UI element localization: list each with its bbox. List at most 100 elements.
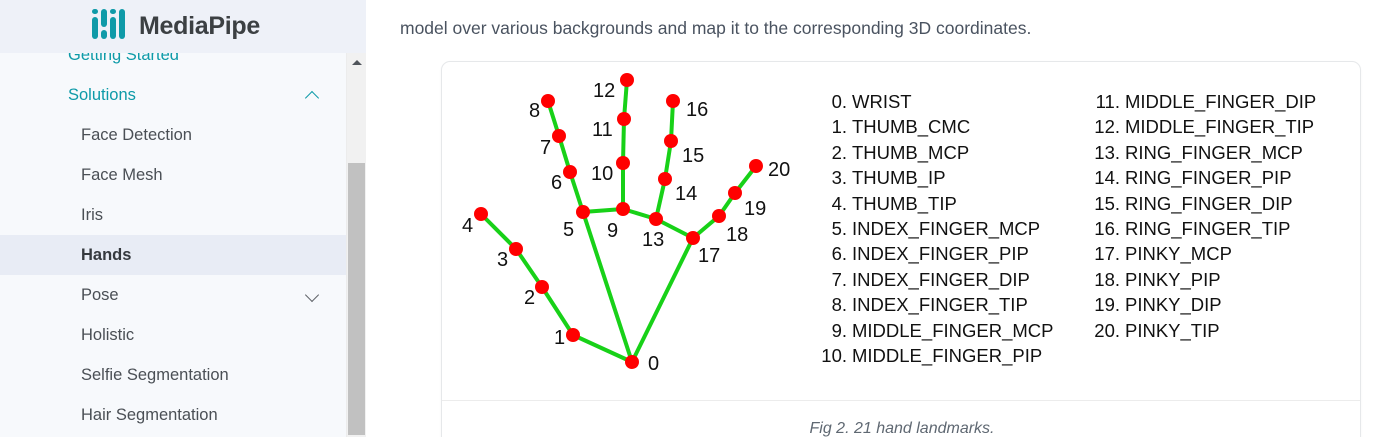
brand-logo-link[interactable]: MediaPipe [92, 9, 260, 44]
landmark-point-5 [576, 205, 590, 219]
landmark-point-15 [664, 134, 678, 148]
landmark-label-15: 15 [682, 145, 704, 167]
landmark-index: 8. [831, 294, 847, 316]
landmark-points [474, 73, 763, 369]
landmark-index: 9. [831, 319, 847, 341]
chevron-down-icon[interactable] [306, 291, 320, 300]
landmark-edge [479, 212, 518, 251]
landmark-name: INDEX_FINGER_MCP [852, 218, 1041, 240]
landmark-list-item: 1.THUMB_CMC [819, 114, 1053, 139]
landmark-index: 0. [831, 91, 847, 112]
landmark-label-4: 4 [462, 215, 473, 237]
landmark-point-0 [625, 355, 639, 369]
landmark-list-item: 5.INDEX_FINGER_MCP [819, 216, 1053, 241]
sidebar-item-label: Selfie Segmentation [81, 365, 229, 384]
landmark-index: 7. [831, 268, 847, 290]
landmark-label-7: 7 [540, 137, 551, 159]
landmark-list-item: 16.RING_FINGER_TIP [1092, 216, 1316, 241]
landmark-name: PINKY_PIP [1125, 268, 1221, 290]
landmark-label-14: 14 [675, 183, 697, 205]
landmark-point-11 [617, 112, 631, 126]
landmark-label-19: 19 [744, 198, 766, 220]
sidebar-item-hair-segmentation[interactable]: Hair Segmentation [0, 395, 346, 435]
sidebar-item-solutions[interactable]: Solutions [0, 75, 346, 115]
landmark-list-item: 9.MIDDLE_FINGER_MCP [819, 318, 1054, 343]
landmark-name: THUMB_IP [852, 167, 946, 189]
landmark-index: 16. [1094, 218, 1120, 240]
landmark-list-item: 13.RING_FINGER_MCP [1092, 140, 1316, 165]
landmark-list-item: 0.WRIST [819, 89, 1053, 114]
sidebar: MediaPipe Getting Started Solutions Face… [0, 0, 366, 437]
landmark-point-16 [666, 94, 680, 108]
landmark-list-item: 11.MIDDLE_FINGER_DIP [1092, 89, 1317, 114]
landmark-point-19 [728, 186, 742, 200]
chevron-up-icon[interactable] [306, 91, 320, 100]
brand-name: MediaPipe [139, 12, 260, 40]
landmark-point-9 [616, 202, 630, 216]
landmark-label-12: 12 [593, 80, 615, 102]
landmark-point-7 [552, 129, 566, 143]
sidebar-item-iris[interactable]: Iris [0, 195, 346, 235]
sidebar-item-label: Getting Started [68, 53, 179, 64]
landmark-index: 1. [831, 116, 847, 138]
landmark-name: MIDDLE_FINGER_TIP [1125, 116, 1315, 138]
landmark-index: 11. [1095, 91, 1120, 112]
landmark-index: 18. [1094, 268, 1120, 290]
landmark-edge [540, 285, 575, 337]
sidebar-item-label: Face Detection [81, 125, 192, 144]
sidebar-item-selfie-segmentation[interactable]: Selfie Segmentation [0, 355, 346, 395]
landmark-name: INDEX_FINGER_TIP [852, 294, 1028, 316]
landmark-edge [568, 170, 585, 214]
landmark-label-20: 20 [768, 159, 790, 181]
sidebar-item-hands[interactable]: Hands [0, 235, 346, 275]
landmark-point-4 [474, 207, 488, 221]
sidebar-scrollbar[interactable] [346, 53, 366, 437]
landmark-label-6: 6 [551, 172, 562, 194]
landmark-name: MIDDLE_FINGER_MCP [852, 319, 1054, 341]
figure-caption: Fig 2. 21 hand landmarks. [809, 420, 995, 437]
landmark-list-item: 7.INDEX_FINGER_DIP [819, 267, 1053, 292]
landmark-name: WRIST [852, 91, 912, 112]
scroll-up-arrow-icon[interactable] [347, 53, 366, 71]
sidebar-item-getting-started[interactable]: Getting Started [0, 53, 346, 75]
landmark-point-3 [509, 242, 523, 256]
landmark-name: THUMB_TIP [852, 192, 957, 214]
landmark-point-13 [649, 212, 663, 226]
sidebar-item-label: Face Mesh [81, 165, 163, 184]
sidebar-item-label: Pose [81, 285, 119, 304]
sidebar-item-holistic[interactable]: Holistic [0, 315, 346, 355]
intro-paragraph: model over various backgrounds and map i… [400, 17, 1032, 38]
landmark-label-10: 10 [591, 163, 613, 185]
landmark-name: INDEX_FINGER_PIP [852, 243, 1029, 265]
mediapipe-bars-logo-icon [92, 9, 128, 44]
scrollbar-thumb[interactable] [348, 163, 365, 435]
landmark-label-5: 5 [563, 219, 574, 241]
sidebar-item-face-detection[interactable]: Face Detection [0, 115, 346, 155]
sidebar-item-label: Holistic [81, 325, 135, 344]
landmark-index: 13. [1094, 141, 1120, 163]
landmark-list-item: 3.THUMB_IP [819, 165, 1053, 190]
landmark-point-20 [749, 159, 763, 173]
landmark-name: THUMB_CMC [852, 116, 971, 138]
landmark-name: PINKY_DIP [1125, 294, 1222, 316]
sidebar-item-pose[interactable]: Pose [0, 275, 346, 315]
landmark-label-8: 8 [529, 100, 540, 122]
sidebar-item-face-mesh[interactable]: Face Mesh [0, 155, 346, 195]
landmark-list-item: 18.PINKY_PIP [1092, 267, 1316, 292]
landmark-index: 3. [831, 167, 847, 189]
landmark-name: PINKY_TIP [1125, 319, 1220, 341]
landmark-index: 14. [1094, 167, 1120, 189]
landmark-label-0: 0 [648, 353, 659, 375]
figure-divider [442, 400, 1360, 401]
landmark-label-3: 3 [497, 249, 508, 271]
landmark-list-item: 6.INDEX_FINGER_PIP [819, 241, 1053, 266]
landmark-point-17 [686, 231, 700, 245]
landmark-label-16: 16 [686, 99, 708, 121]
landmark-label-2: 2 [524, 287, 535, 309]
landmark-name: PINKY_MCP [1125, 243, 1232, 265]
